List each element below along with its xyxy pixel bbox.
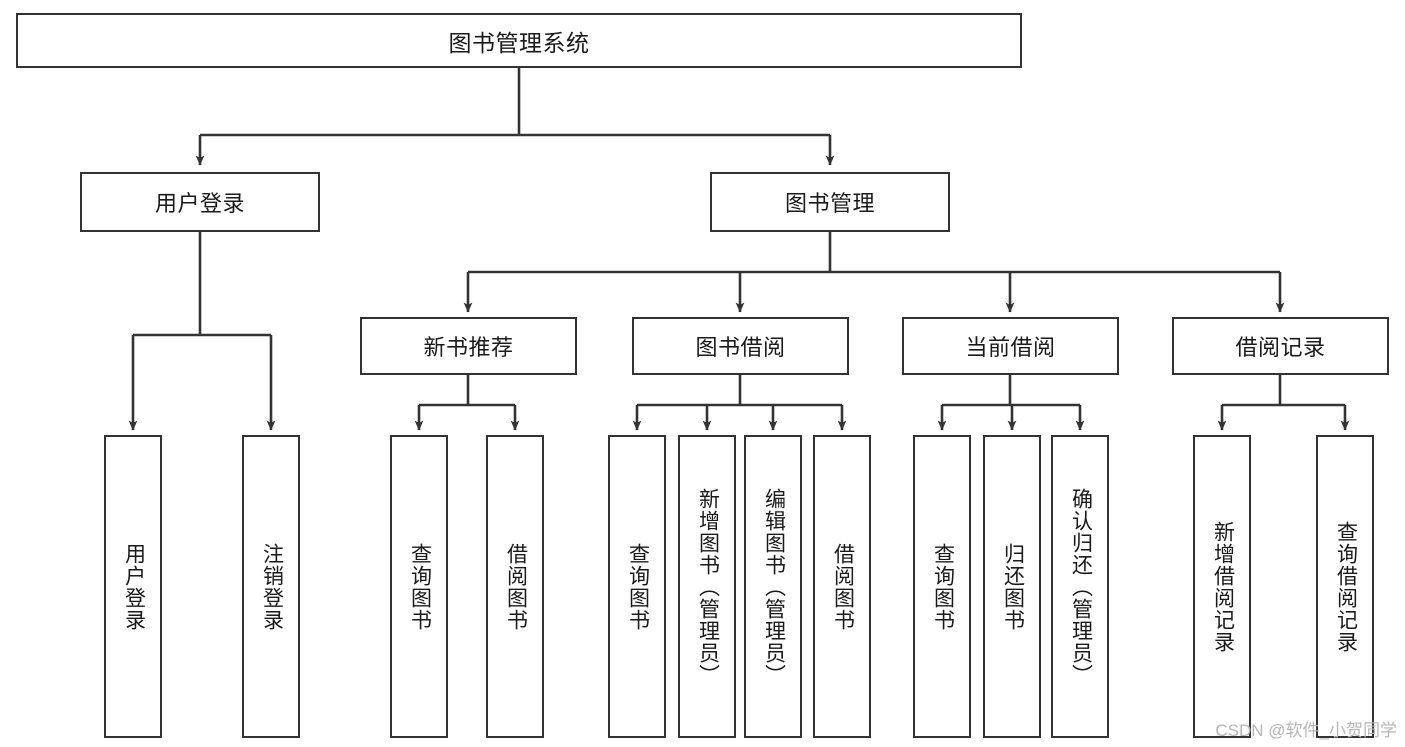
leaf-new-book-query[interactable]: 查询图书	[390, 435, 448, 738]
node-current-borrow[interactable]: 当前借阅	[902, 317, 1119, 375]
leaf-label: 查询图书	[626, 542, 650, 631]
leaf-label: 查询图书	[931, 542, 955, 631]
leaf-user-login-signout[interactable]: 注销登录	[242, 435, 300, 738]
leaf-label: 查询借阅记录	[1334, 520, 1358, 653]
leaf-current-borrow-query[interactable]: 查询图书	[913, 435, 971, 738]
leaf-label: 注销登录	[260, 542, 284, 631]
leaf-borrow-record-query[interactable]: 查询借阅记录	[1316, 435, 1374, 738]
node-borrow-record[interactable]: 借阅记录	[1172, 317, 1389, 375]
leaf-label: 归还图书	[1001, 542, 1025, 631]
leaf-current-borrow-confirm-return[interactable]: 确认归还（管理员）	[1051, 435, 1109, 738]
leaf-label: 查询图书	[408, 542, 432, 631]
node-book-borrow[interactable]: 图书借阅	[632, 317, 849, 375]
leaf-label: 借阅图书	[504, 542, 528, 631]
leaf-label: 新增借阅记录	[1211, 520, 1235, 653]
leaf-label: 新增图书（管理员）	[696, 487, 720, 686]
node-book-management[interactable]: 图书管理	[710, 172, 950, 232]
leaf-new-book-borrow[interactable]: 借阅图书	[486, 435, 544, 738]
leaf-user-login-signin[interactable]: 用户登录	[104, 435, 162, 738]
node-user-login[interactable]: 用户登录	[80, 172, 320, 232]
leaf-label: 编辑图书（管理员）	[762, 487, 786, 686]
leaf-book-borrow-add[interactable]: 新增图书（管理员）	[678, 435, 736, 738]
leaf-current-borrow-return[interactable]: 归还图书	[983, 435, 1041, 738]
leaf-borrow-record-add[interactable]: 新增借阅记录	[1193, 435, 1251, 738]
leaf-book-borrow-query[interactable]: 查询图书	[608, 435, 666, 738]
leaf-label: 确认归还（管理员）	[1069, 487, 1093, 686]
leaf-label: 用户登录	[122, 542, 146, 631]
leaf-label: 借阅图书	[831, 542, 855, 631]
node-root[interactable]: 图书管理系统	[16, 13, 1022, 68]
leaf-book-borrow-lend[interactable]: 借阅图书	[813, 435, 871, 738]
node-new-book-recommend[interactable]: 新书推荐	[360, 317, 577, 375]
watermark-text: CSDN @软件_小贺同学	[1215, 721, 1397, 740]
leaf-book-borrow-edit[interactable]: 编辑图书（管理员）	[744, 435, 802, 738]
